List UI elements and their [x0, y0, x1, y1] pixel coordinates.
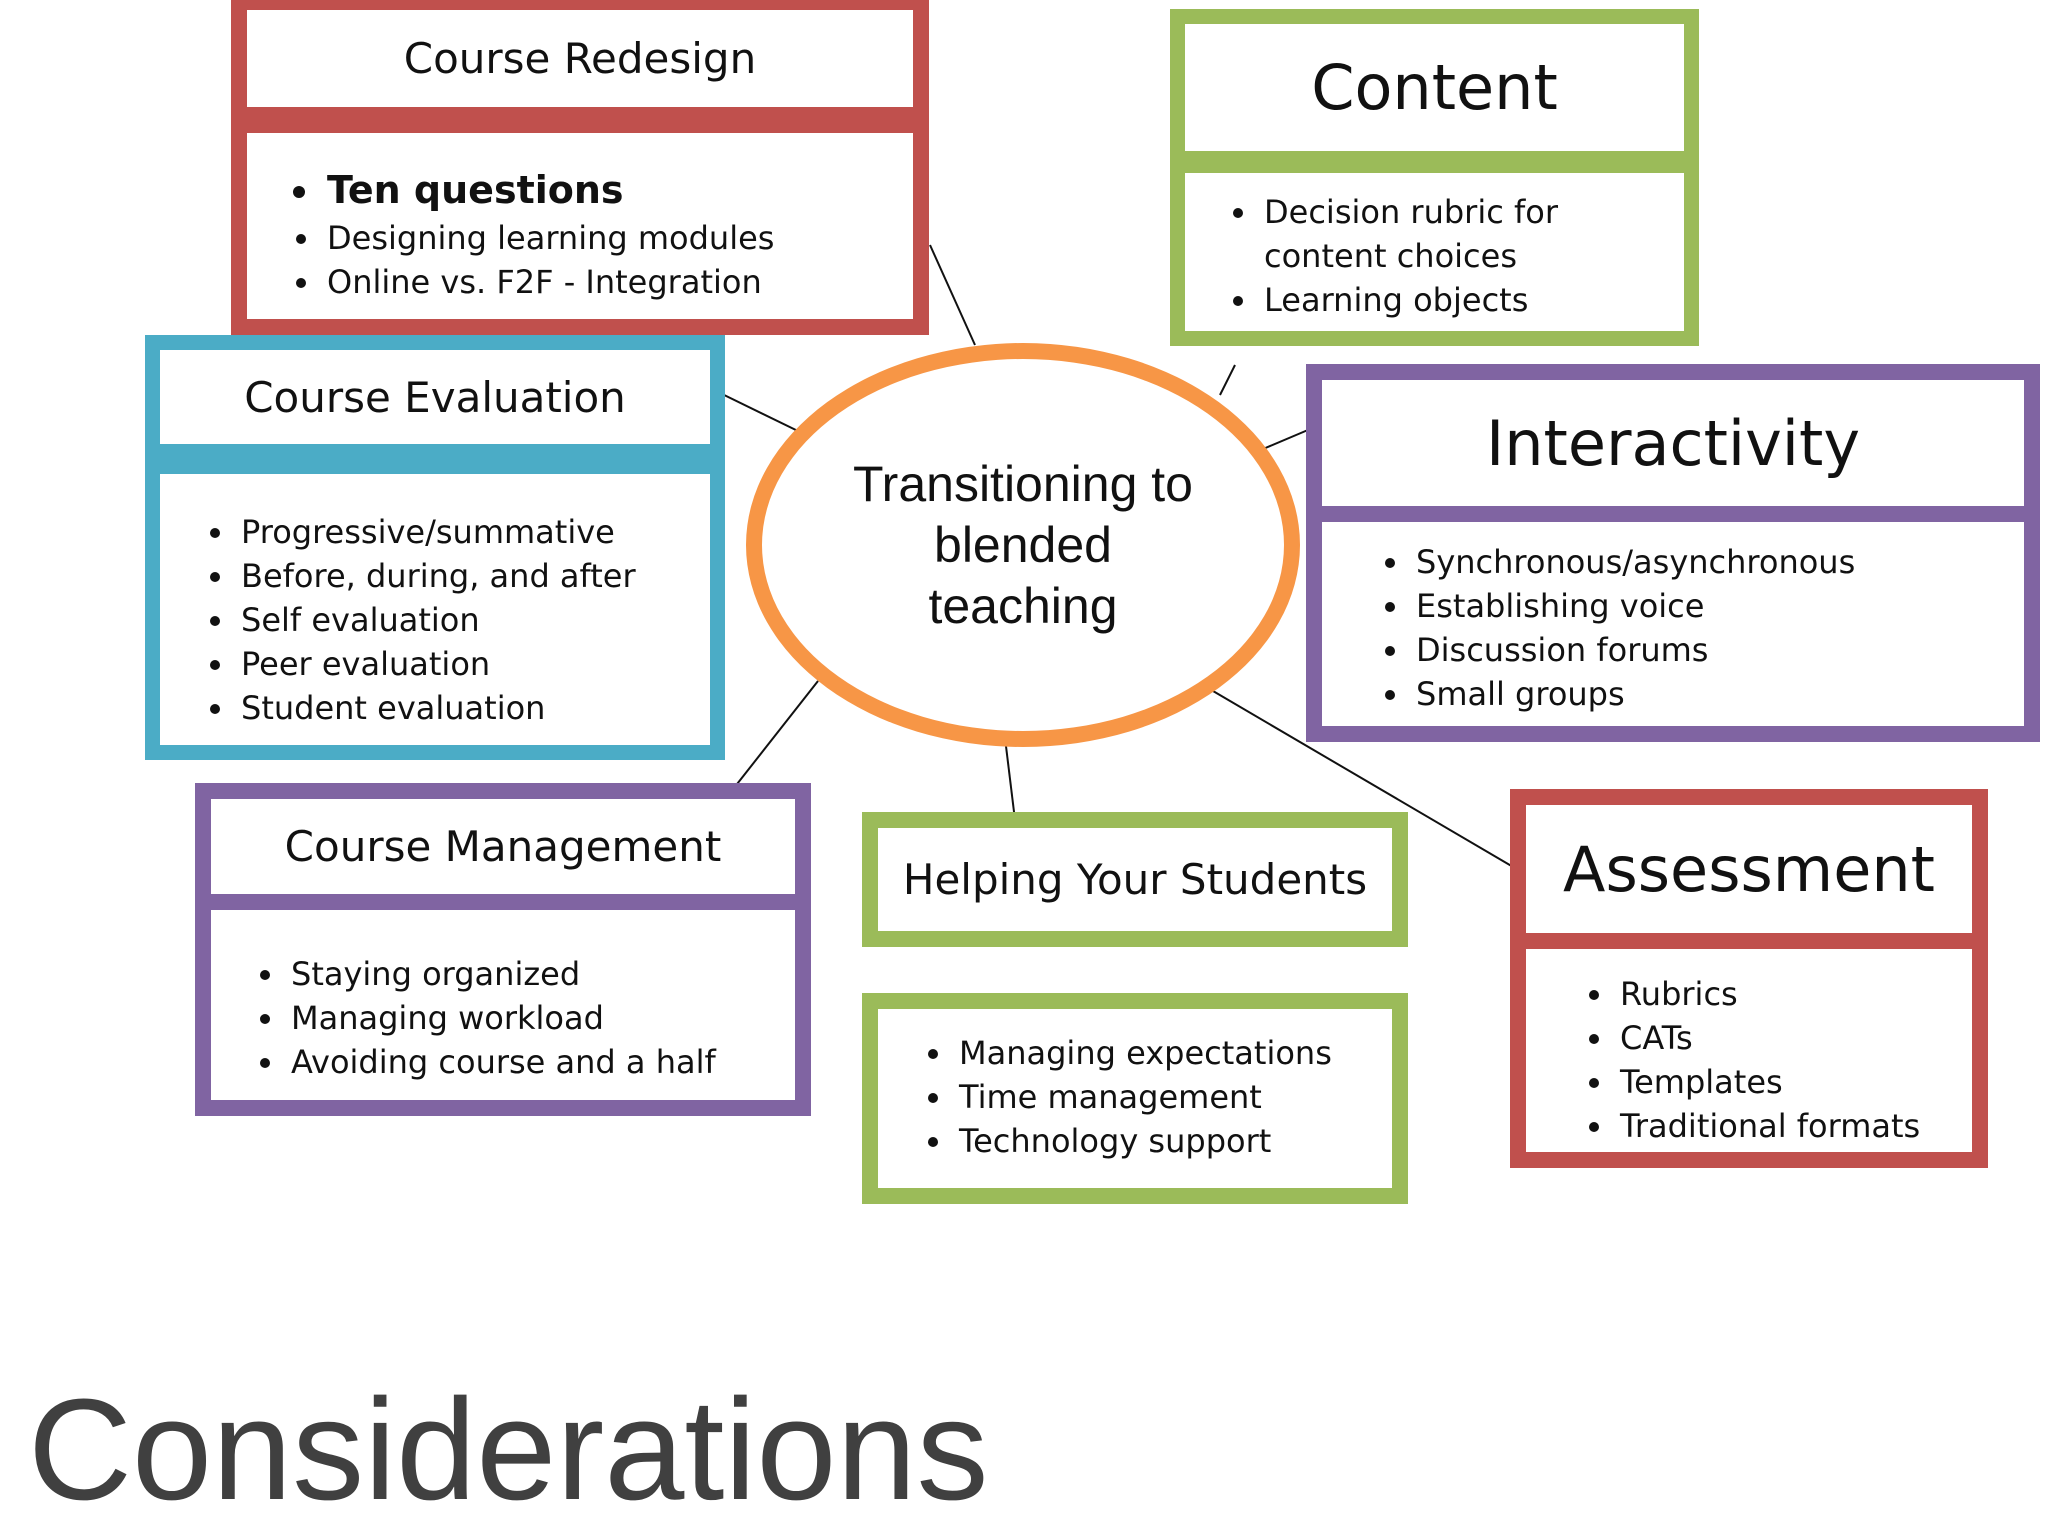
interactivity-item: Establishing voice	[1412, 584, 2024, 628]
course-evaluation-item: Student evaluation	[237, 686, 710, 730]
helping-students-list-box: Managing expectations Time management Te…	[862, 993, 1408, 1204]
course-redesign-list-box: Ten questions Designing learning modules…	[231, 123, 929, 335]
course-evaluation-list-box: Progressive/summative Before, during, an…	[145, 459, 725, 760]
course-redesign-item: Designing learning modules	[323, 216, 913, 260]
helping-students-heading: Helping Your Students	[902, 855, 1368, 904]
connector-assessment	[1212, 690, 1521, 872]
course-management-heading: Course Management	[284, 822, 722, 871]
interactivity-item: Synchronous/asynchronous	[1412, 540, 2024, 584]
course-management-item: Avoiding course and a half	[287, 1040, 795, 1084]
helping-students-item: Managing expectations	[955, 1031, 1392, 1075]
assessment-item: Templates	[1616, 1060, 1972, 1104]
content-heading-box: Content	[1170, 9, 1699, 166]
center-topic-ellipse: Transitioning to blended teaching	[746, 343, 1300, 747]
slide-title: Considerations	[28, 1369, 989, 1530]
course-evaluation-item: Progressive/summative	[237, 510, 710, 554]
assessment-item: Traditional formats	[1616, 1104, 1972, 1148]
course-redesign-heading-box: Course Redesign	[231, 0, 929, 123]
course-evaluation-item: Peer evaluation	[237, 642, 710, 686]
connector-course-redesign	[929, 244, 976, 346]
content-heading: Content	[1311, 51, 1558, 124]
course-evaluation-item: Self evaluation	[237, 598, 710, 642]
content-list-box: Decision rubric for content choices Lear…	[1170, 158, 1699, 346]
course-management-list-box: Staying organized Managing workload Avoi…	[195, 894, 811, 1116]
assessment-item: Rubrics	[1616, 972, 1972, 1016]
helping-students-item: Technology support	[955, 1119, 1392, 1163]
connector-course-evaluation	[717, 391, 801, 433]
connector-helping-students	[1004, 737, 1016, 821]
course-management-item: Staying organized	[287, 952, 795, 996]
interactivity-heading-box: Interactivity	[1306, 364, 2040, 522]
helping-students-item: Time management	[955, 1075, 1392, 1119]
interactivity-list-box: Synchronous/asynchronous Establishing vo…	[1306, 506, 2040, 742]
connector-course-management	[729, 680, 819, 794]
content-item: Learning objects	[1260, 278, 1660, 322]
assessment-list-box: Rubrics CATs Templates Traditional forma…	[1510, 933, 1988, 1168]
interactivity-item: Discussion forums	[1412, 628, 2024, 672]
interactivity-heading: Interactivity	[1485, 406, 1861, 480]
course-evaluation-heading: Course Evaluation	[244, 372, 626, 422]
course-evaluation-item: Before, during, and after	[237, 554, 710, 598]
helping-students-heading-box: Helping Your Students	[862, 812, 1408, 947]
content-item: Decision rubric for content choices	[1260, 190, 1660, 278]
course-evaluation-heading-box: Course Evaluation	[145, 335, 725, 459]
assessment-item: CATs	[1616, 1016, 1972, 1060]
course-management-item: Managing workload	[287, 996, 795, 1040]
connector-content	[1219, 364, 1236, 396]
assessment-heading-box: Assessment	[1510, 789, 1988, 949]
course-management-heading-box: Course Management	[195, 783, 811, 910]
course-redesign-item: Online vs. F2F - Integration	[323, 260, 913, 304]
interactivity-item: Small groups	[1412, 672, 2024, 716]
course-redesign-item: Ten questions	[323, 164, 913, 216]
assessment-heading: Assessment	[1563, 832, 1935, 906]
center-topic-label: Transitioning to blended teaching	[853, 455, 1193, 634]
course-redesign-heading: Course Redesign	[403, 34, 757, 83]
